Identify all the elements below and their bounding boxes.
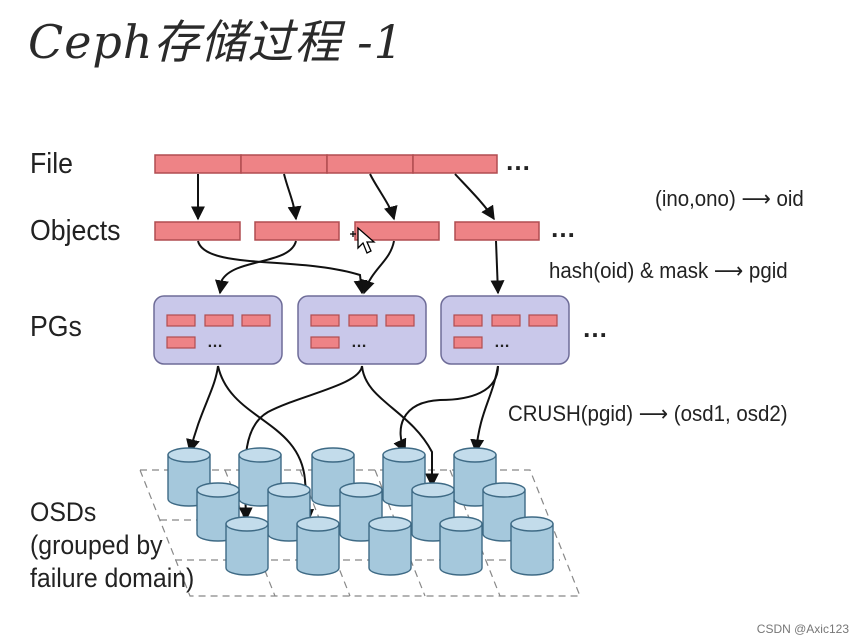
object-bar	[154, 221, 241, 241]
svg-text:…: …	[351, 334, 367, 351]
svg-text:…: …	[207, 334, 223, 351]
label-osds-line: failure domain)	[30, 563, 195, 593]
object-to-pg-arrows	[197, 240, 505, 295]
osd-cylinder	[296, 516, 340, 576]
object-bars	[154, 221, 540, 241]
watermark: CSDN @Axic123	[756, 622, 849, 636]
file-to-object-arrows	[191, 173, 495, 221]
annotation-input: CRUSH(pgid)	[508, 401, 634, 426]
osd-cylinder	[368, 516, 412, 576]
annotation-pg-to-osd: CRUSH(pgid) ⟶ (osd1, osd2)	[508, 401, 788, 427]
label-osds-line: (grouped by	[30, 530, 163, 560]
annotation-output: oid	[776, 186, 804, 211]
pg-box: …	[297, 295, 427, 365]
arrow-right-icon: ⟶	[713, 258, 744, 283]
osd-cylinders	[167, 447, 554, 576]
slide-title: Ceph存储过程 -1	[28, 15, 404, 69]
object-bar	[254, 221, 340, 241]
annotation-output: (osd1, osd2)	[673, 401, 788, 426]
osd-cylinder	[510, 516, 554, 576]
object-bar	[354, 221, 440, 241]
svg-text:…: …	[494, 334, 510, 351]
annotation-input: (ino,ono)	[655, 186, 736, 211]
pg-box: …	[153, 295, 283, 365]
pg-box: …	[440, 295, 570, 365]
osd-cylinder	[439, 516, 483, 576]
file-segment	[412, 154, 498, 174]
annotation-output: pgid	[748, 258, 788, 283]
mouse-cursor-icon	[350, 226, 376, 254]
osd-cylinder	[225, 516, 269, 576]
file-bar	[154, 154, 498, 174]
objects-ellipsis: …	[550, 213, 579, 243]
annotation-input: hash(oid) & mask	[549, 258, 709, 283]
annotation-object-to-pg: hash(oid) & mask ⟶ pgid	[549, 258, 788, 284]
file-segment	[240, 154, 328, 174]
file-ellipsis: …	[505, 146, 534, 176]
object-bar	[454, 221, 540, 241]
file-segment	[154, 154, 242, 174]
pgs-ellipsis: …	[582, 313, 611, 343]
pg-boxes: … … …	[153, 295, 570, 365]
label-pgs: PGs	[30, 311, 82, 343]
arrow-right-icon: ⟶	[741, 186, 771, 211]
label-file: File	[30, 148, 73, 180]
file-segment	[326, 154, 414, 174]
label-osds-line: OSDs	[30, 497, 97, 527]
arrow-right-icon: ⟶	[638, 401, 669, 426]
label-osds: OSDs (grouped by failure domain)	[30, 496, 209, 595]
annotation-file-to-object: (ino,ono) ⟶ oid	[655, 186, 804, 212]
label-objects: Objects	[30, 215, 121, 247]
